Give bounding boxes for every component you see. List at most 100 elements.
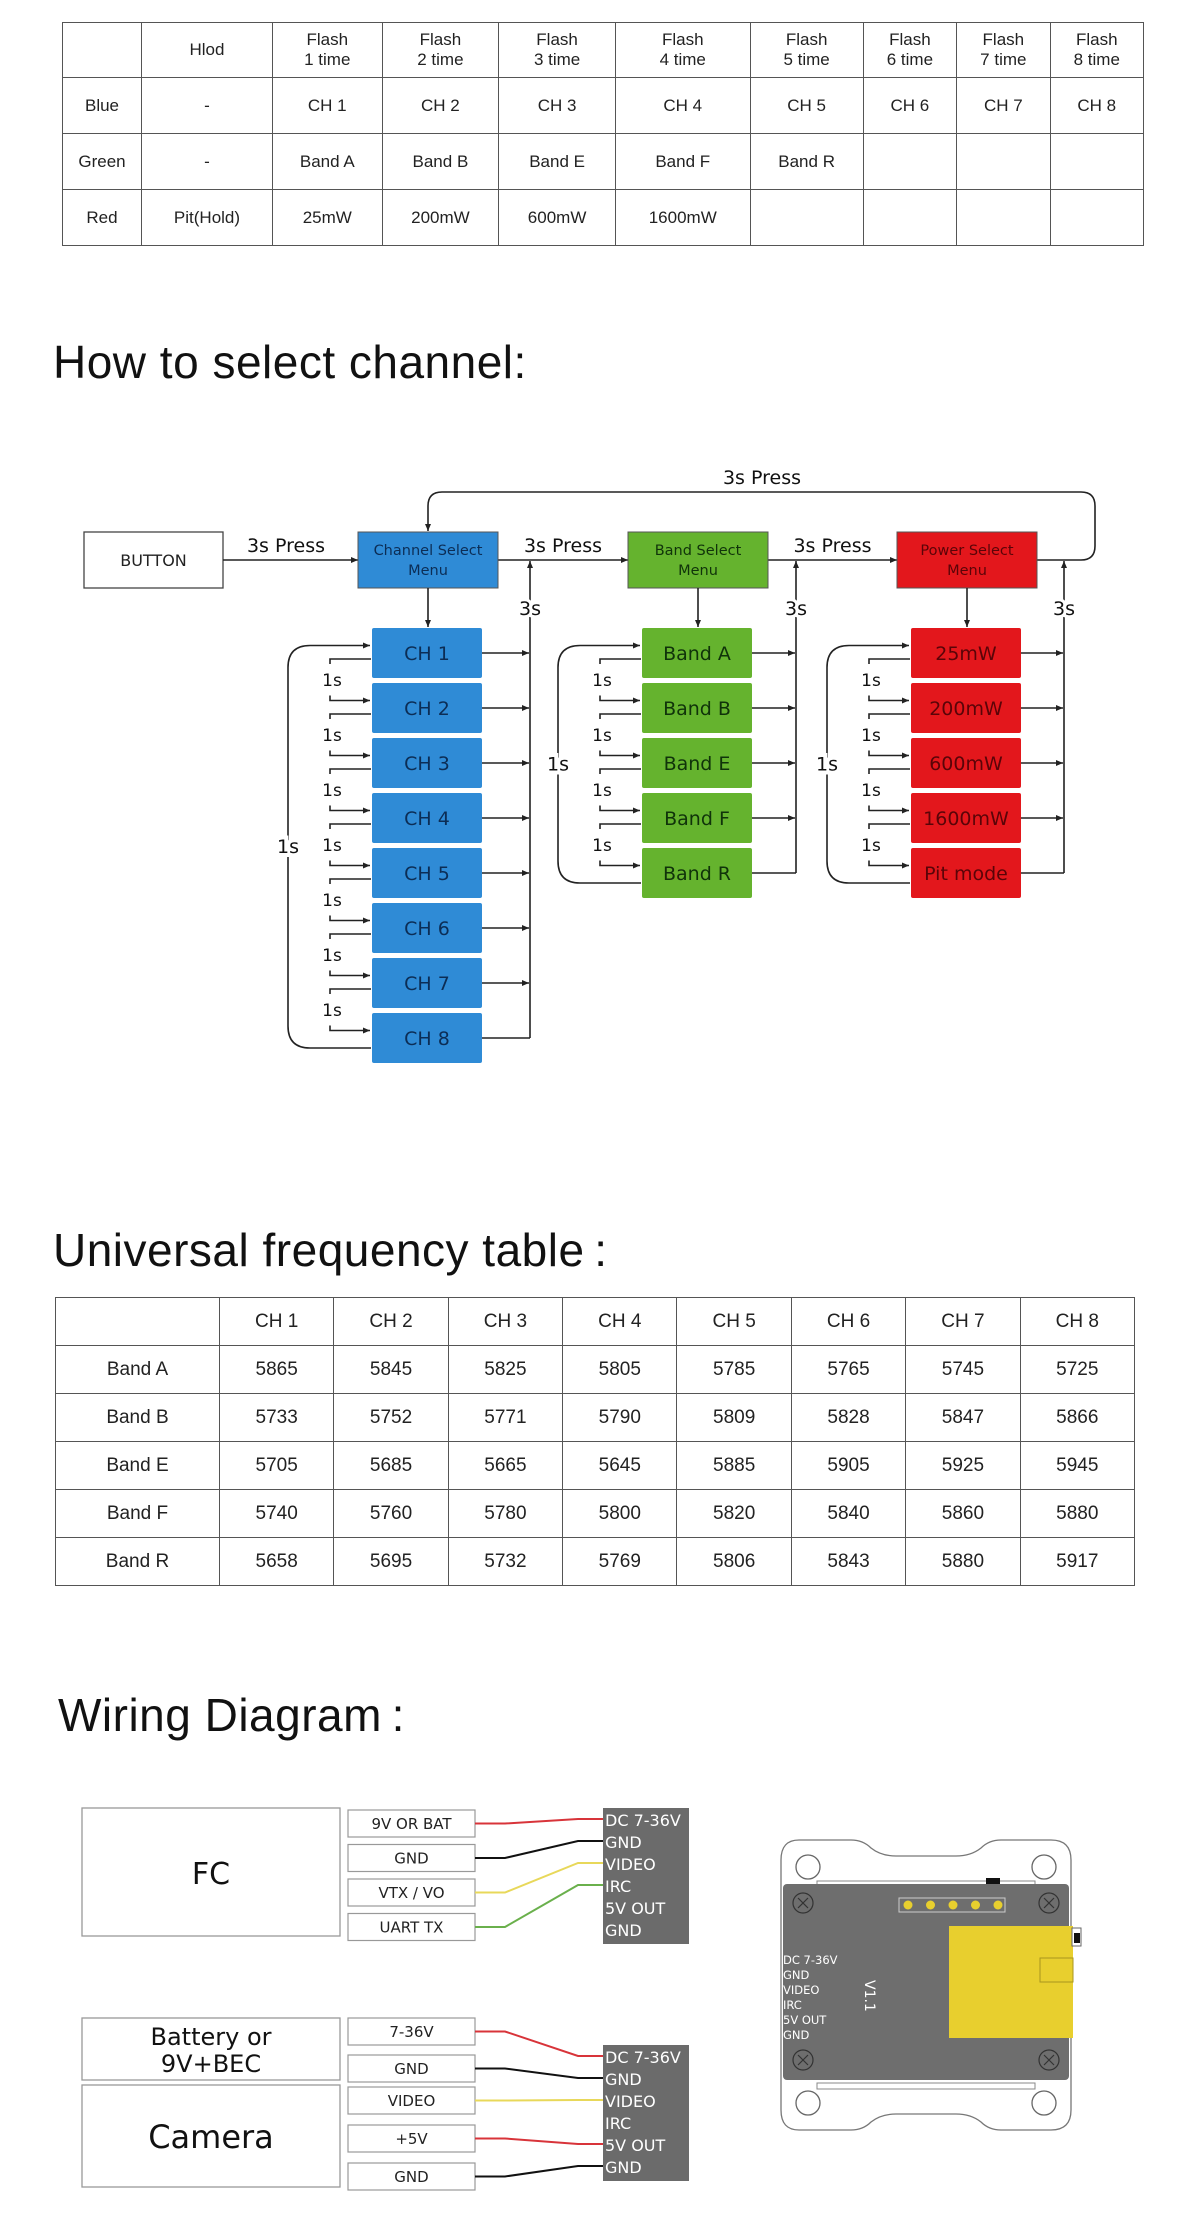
step-label: 1s <box>322 781 342 801</box>
menu-item-label: CH 7 <box>404 973 450 995</box>
freq-table-cell: Band R <box>55 1537 220 1586</box>
freq-table-cell: 5825 <box>447 1345 564 1394</box>
led-table-cell: CH 2 <box>381 77 500 134</box>
fc-pin-box <box>347 1878 476 1907</box>
board-pin-label: IRC <box>783 1998 802 2012</box>
menu-label: Menu <box>408 563 448 579</box>
step-arrow <box>868 750 909 759</box>
header-pin <box>926 1900 935 1910</box>
wire <box>475 1884 603 1928</box>
menu-label: Menu <box>678 563 718 579</box>
board-pin-label: VIDEO <box>783 1983 819 1997</box>
board-pin-label: GND <box>783 1968 810 1982</box>
menu-item-label: Pit mode <box>924 863 1008 885</box>
freq-table-cell: 5809 <box>676 1393 792 1442</box>
menu-item-label: CH 3 <box>404 753 450 775</box>
step-label: 1s <box>592 836 612 856</box>
board-pin-label: GND <box>783 2028 810 2042</box>
vtx-pin-label: 5V OUT <box>605 2136 666 2155</box>
led-table-cell: Green <box>62 133 142 190</box>
mount-hole <box>1031 1854 1057 1880</box>
menu-item-label: Band E <box>664 753 731 775</box>
power-camera-pin-label: 7-36V <box>389 2023 434 2041</box>
freq-table-cell: 5780 <box>447 1489 564 1538</box>
led-table-cell: 25mW <box>271 189 383 246</box>
menu-item-box <box>642 848 752 898</box>
freq-table-cell: Band E <box>55 1441 220 1490</box>
power-camera-pin-label: VIDEO <box>388 2092 436 2110</box>
battery-label: Battery or <box>150 2023 271 2051</box>
menu-box <box>896 531 1038 589</box>
step-label: 1s <box>592 781 612 801</box>
wire <box>475 2030 603 2057</box>
step-arrow <box>599 860 640 869</box>
led-table-cell: CH 4 <box>614 77 751 134</box>
camera-box <box>81 2084 341 2188</box>
header-pin <box>903 1900 913 1910</box>
led-table-cell: Band E <box>498 133 616 190</box>
freq-table-cell: 5765 <box>790 1345 907 1394</box>
loop-back-arrow <box>425 491 1096 561</box>
menu-item-box <box>372 848 482 898</box>
header-line: Flash <box>1075 30 1118 49</box>
menu-item-label: CH 5 <box>404 863 450 885</box>
led-table-cell <box>1049 189 1145 246</box>
menu-item-box <box>372 903 482 953</box>
header-line: 5 time <box>783 50 830 69</box>
step-label: 1s <box>322 891 342 911</box>
step-line <box>599 658 641 664</box>
freq-table-header-cell: CH 1 <box>218 1297 335 1346</box>
freq-table-cell: 5840 <box>790 1489 907 1538</box>
step-line <box>868 823 910 829</box>
fc-pin-box <box>347 1912 476 1942</box>
screw-icon <box>792 1892 814 1914</box>
header-pin <box>948 1900 958 1910</box>
freq-table-cell: 5685 <box>333 1441 449 1490</box>
menu-item-box <box>372 1013 482 1063</box>
menu-item-label: CH 4 <box>404 808 450 830</box>
header-outline <box>898 1897 1006 1913</box>
freq-table-cell: 5785 <box>676 1345 792 1394</box>
step-arrow <box>329 860 370 869</box>
menu-label: Menu <box>947 563 987 579</box>
step-line <box>599 768 641 774</box>
freq-table-cell: 5866 <box>1019 1393 1136 1442</box>
vtx-pin-label: IRC <box>605 1877 631 1896</box>
step-line <box>329 878 371 884</box>
freq-table-cell: 5732 <box>447 1537 564 1586</box>
menu-item-box <box>372 628 482 678</box>
menu-item-label: CH 8 <box>404 1028 450 1050</box>
led-table-cell: 600mW <box>498 189 616 246</box>
led-table-cell: 1600mW <box>614 189 751 246</box>
wrap-around-arrow <box>557 642 641 884</box>
step-line <box>868 713 910 719</box>
step-line <box>329 658 371 664</box>
press-label: 3s Press <box>524 535 602 557</box>
step-arrow <box>599 750 640 759</box>
menu-item-label: CH 2 <box>404 698 450 720</box>
menu-item-label: Band B <box>663 698 731 720</box>
menu-item-box <box>911 793 1021 843</box>
freq-table-cell: 5658 <box>218 1537 335 1586</box>
short-press-label: 3s <box>519 598 541 620</box>
step-label: 1s <box>861 781 881 801</box>
freq-table-cell: 5865 <box>218 1345 335 1394</box>
battery-label: 9V+BEC <box>161 2050 261 2078</box>
step-label: 1s <box>861 671 881 691</box>
press-label: 3s Press <box>247 535 325 557</box>
freq-table-cell: 5705 <box>218 1441 335 1490</box>
wire <box>475 2137 603 2145</box>
wire <box>475 2165 603 2178</box>
header-line: Flash <box>536 30 578 49</box>
freq-table-header-cell: CH 4 <box>562 1297 678 1346</box>
freq-table-cell: 5740 <box>218 1489 335 1538</box>
freq-table-cell: 5800 <box>562 1489 678 1538</box>
header-line: 3 time <box>533 50 581 69</box>
